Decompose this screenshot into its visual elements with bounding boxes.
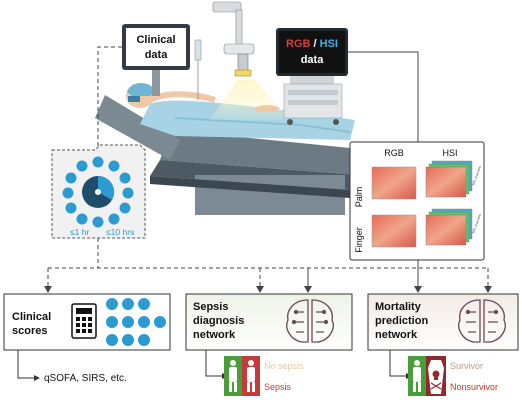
rgb-palm-image — [371, 166, 417, 200]
icon-dot — [76, 213, 88, 225]
clock-icon — [82, 175, 115, 208]
sepsis-network-box: Sepsis diagnosis network No sepsis — [185, 293, 353, 396]
icon-dot — [106, 334, 118, 346]
icon-dot — [154, 316, 166, 328]
display-hsi-text: HSI — [320, 38, 338, 50]
scores-title-line1: Clinical — [12, 311, 51, 323]
icon-dot — [108, 213, 120, 225]
brain-circuit-icon — [458, 299, 506, 343]
timeline-panel: ≤1 hr ≤10 hrs — [51, 144, 146, 239]
icon-dot — [138, 298, 150, 310]
rgb-finger-image — [371, 214, 417, 248]
mortality-title-line1: Mortality — [375, 301, 422, 313]
patient — [126, 83, 355, 140]
calculator-icon — [71, 303, 97, 339]
clinical-scores-box: Clinical scores qSOFA, SIRS, etc. — [3, 293, 171, 384]
icon-dot — [122, 334, 134, 346]
icon-dot — [65, 202, 77, 214]
patient-hand — [255, 105, 280, 112]
sepsis-title-line1: Sepsis — [193, 301, 228, 313]
timeline-short-label: ≤1 hr — [70, 227, 89, 237]
rgb-hsi-cart: RGB / HSI data — [276, 28, 348, 125]
mortality-title-line3: network — [375, 329, 418, 341]
clinical-data-monitor: Clinical data — [122, 24, 202, 100]
connector-lines — [47, 46, 489, 290]
mortality-negative-label: Survivor — [450, 361, 483, 371]
icon-dot — [108, 160, 120, 172]
icon-dot — [92, 156, 104, 168]
hsi-finger-stack: 100 channels — [425, 208, 482, 246]
score-input-icons — [106, 298, 166, 346]
imaging-col-hsi: HSI — [442, 148, 457, 158]
icon-dot — [119, 172, 131, 184]
icon-dot — [65, 172, 77, 184]
hospital-bed — [95, 95, 370, 215]
sepsis-title-line2: diagnosis — [193, 315, 244, 327]
icon-dot — [138, 316, 150, 328]
icon-dot — [106, 316, 118, 328]
scores-output-text: qSOFA, SIRS, etc. — [44, 373, 127, 384]
sepsis-outcome-icon — [224, 356, 260, 396]
icon-dot — [106, 298, 118, 310]
icon-dot — [92, 216, 104, 228]
sepsis-title-line3: network — [193, 329, 236, 341]
monitor-title-line2: data — [145, 49, 169, 61]
scores-title-line2: scores — [12, 325, 47, 337]
icon-dot — [122, 187, 134, 199]
data-source-icons — [62, 156, 134, 228]
monitor-title-line1: Clinical — [136, 34, 175, 46]
hsi-palm-stack-label: 100 channels — [471, 165, 482, 186]
icon-dot — [62, 187, 74, 199]
sepsis-positive-label: Sepsis — [264, 382, 292, 392]
hsi-finger-stack-label: 100 channels — [471, 213, 482, 234]
person-icon — [413, 360, 421, 392]
display-rgb-text: RGB — [286, 38, 311, 50]
icon-dot — [76, 160, 88, 172]
coffin-icon — [428, 360, 444, 394]
icon-dot — [119, 202, 131, 214]
person-icon — [229, 360, 237, 392]
imaging-panel: RGB HSI Palm Finger 100 channels 100 cha… — [349, 141, 485, 261]
imaging-col-rgb: RGB — [384, 148, 404, 158]
brain-circuit-icon — [286, 299, 334, 343]
display-title: RGB / HSI — [286, 38, 338, 50]
person-icon — [247, 360, 255, 392]
mortality-outcome-icon — [408, 356, 446, 396]
imaging-row-palm: Palm — [354, 187, 364, 208]
hsi-palm-stack: 100 channels — [425, 160, 482, 198]
imaging-row-finger: Finger — [354, 227, 364, 253]
display-data-text: data — [301, 54, 325, 66]
skull-icon — [430, 370, 442, 390]
sepsis-negative-label: No sepsis — [264, 361, 304, 371]
icon-dot — [122, 298, 134, 310]
icon-dot — [138, 334, 150, 346]
mortality-title-line2: prediction — [375, 315, 428, 327]
imaging-arm — [212, 1, 255, 77]
timeline-long-label: ≤10 hrs — [106, 227, 134, 237]
light-beam — [210, 80, 290, 120]
display-sep-text: / — [310, 38, 319, 50]
mortality-network-box: Mortality prediction network — [367, 293, 519, 396]
icon-dot — [122, 316, 134, 328]
mortality-positive-label: Nonsurvivor — [450, 382, 498, 392]
arrow-heads — [44, 286, 492, 293]
